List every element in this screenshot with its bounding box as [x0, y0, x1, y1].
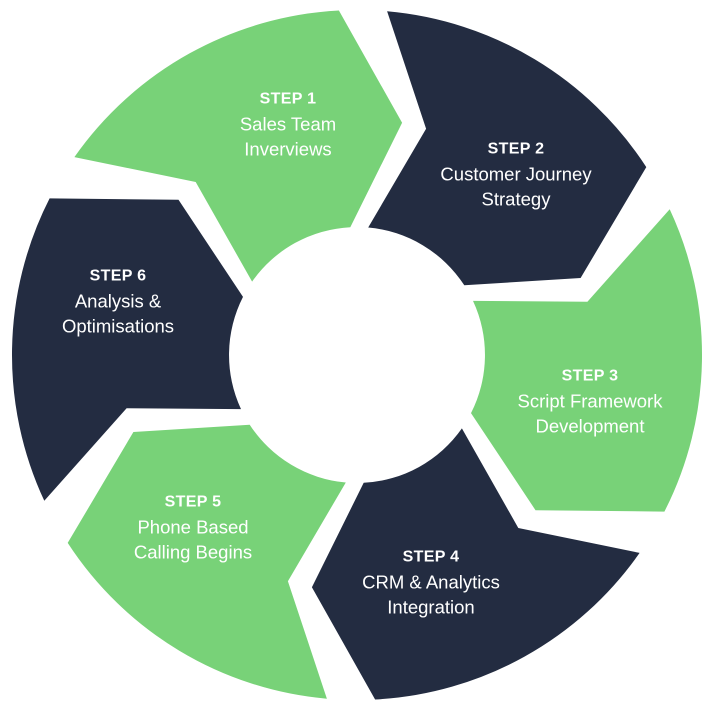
step-1-segment — [74, 10, 403, 282]
center-hole — [230, 228, 484, 482]
step-6-segment — [11, 198, 244, 501]
step-5-number: STEP 5 — [164, 493, 222, 511]
step-6-title-line-2: Optimisations — [61, 315, 175, 337]
step-2-label: STEP 2 Customer Journey Strategy — [406, 137, 626, 212]
step-6-title-line-1: Analysis & — [74, 290, 162, 312]
step-1-title-line-2: Inverviews — [244, 138, 332, 160]
step-3-segment — [471, 209, 703, 512]
step-3-title-line-2: Development — [535, 415, 645, 437]
step-4-title-line-2: Integration — [387, 596, 475, 618]
step-6-label: STEP 6 Analysis & Optimisations — [8, 264, 228, 339]
step-1-number: STEP 1 — [259, 90, 317, 108]
step-4-title-line-1: CRM & Analytics — [362, 571, 500, 593]
step-1-title-line-1: Sales Team — [239, 113, 337, 135]
step-5-title-line-1: Phone Based — [137, 516, 249, 538]
step-5-title-line-2: Calling Begins — [133, 541, 253, 563]
step-4-label: STEP 4 CRM & Analytics Integration — [321, 545, 541, 620]
step-2-title-line-1: Customer Journey — [440, 163, 592, 185]
step-1-label: STEP 1 Sales Team Inverviews — [178, 87, 398, 162]
step-5-label: STEP 5 Phone Based Calling Begins — [83, 490, 303, 565]
step-5-segment — [67, 424, 346, 699]
step-4-segment — [311, 428, 640, 700]
step-3-label: STEP 3 Script Framework Development — [480, 364, 700, 439]
step-3-number: STEP 3 — [561, 367, 619, 385]
step-2-number: STEP 2 — [487, 140, 545, 158]
step-6-number: STEP 6 — [89, 267, 147, 285]
step-2-title-line-2: Strategy — [481, 188, 551, 210]
step-2-segment — [368, 11, 647, 286]
step-3-title-line-1: Script Framework — [517, 390, 663, 412]
step-4-number: STEP 4 — [402, 548, 460, 566]
